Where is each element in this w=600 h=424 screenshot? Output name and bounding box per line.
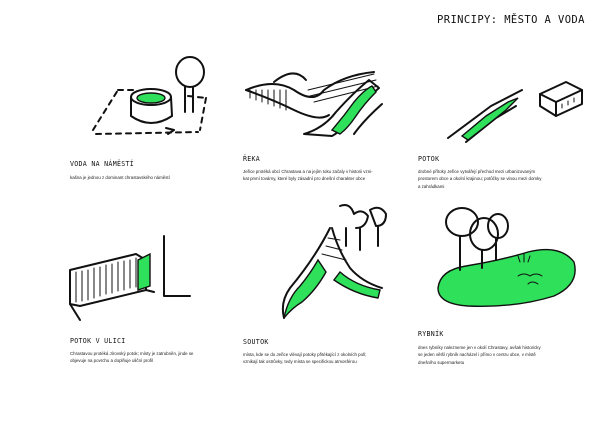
cell-title-reka: ŘEKA [243,155,261,163]
cell-text-soutok: místa, kde se do Jeřice vlévají potoky p… [243,351,366,366]
text-line: kašna je jednou z dominant chrastavského… [70,175,170,180]
cell-text-voda-na-namesti: kašna je jednou z dominant chrastavského… [70,174,170,181]
cell-title-soutok: SOUTOK [243,338,269,346]
text-line: dnešního supermarketu [418,359,465,365]
text-line: vznikají tak ostrůvky, tedy místa se spe… [243,359,357,365]
text-line: Chrastavou protéká Jírovský potok; místy… [70,351,194,356]
cell-title-potok-v-ulici: POTOK V ULICI [70,337,126,345]
cell-text-reka: Jeřice protéká obcí Chrastava a na jejím… [243,168,373,183]
stream-house-sketch [446,76,586,151]
cell-text-potok-v-ulici: Chrastavou protéká Jírovský potok; místy… [70,350,194,365]
cell-title-rybnik: RYBNÍK [418,330,444,338]
page-title: PRINCIPY: MĚSTO A VODA [437,14,585,26]
cell-title-potok: POTOK [418,155,440,163]
text-line: kat první továrny, které byly zásadní pr… [243,176,366,182]
text-line: se jeden větší rybník nacházel i přímo v… [418,352,536,358]
cell-text-rybnik: dnes rybníky nalezneme jen v okolí Chras… [418,344,541,366]
pond-sketch [432,204,582,319]
fountain-square-sketch [88,50,218,145]
cell-title-voda-na-namesti: VODA NA NÁMĚSTÍ [70,160,135,168]
text-line: a zahrádkami [418,183,445,189]
cell-text-potok: drobné přítoky Jeřice vytvářejí přechod … [418,168,542,190]
text-line: prostorem obce a okolní krajinou; potůčk… [418,176,542,182]
text-line: dnes rybníky nalezneme jen v okolí Chras… [418,345,541,350]
text-line: drobné přítoky Jeřice vytvářejí přechod … [418,169,536,174]
text-line: místa, kde se do Jeřice vlévají potoky p… [243,352,367,357]
river-bridge-sketch [244,60,384,145]
text-line: objevuje na povrchu a doplňuje uliční pr… [70,358,153,364]
street-stream-sketch [66,230,196,325]
text-line: Jeřice protéká obcí Chrastava a na jejím… [243,169,373,174]
confluence-sketch [270,198,400,333]
